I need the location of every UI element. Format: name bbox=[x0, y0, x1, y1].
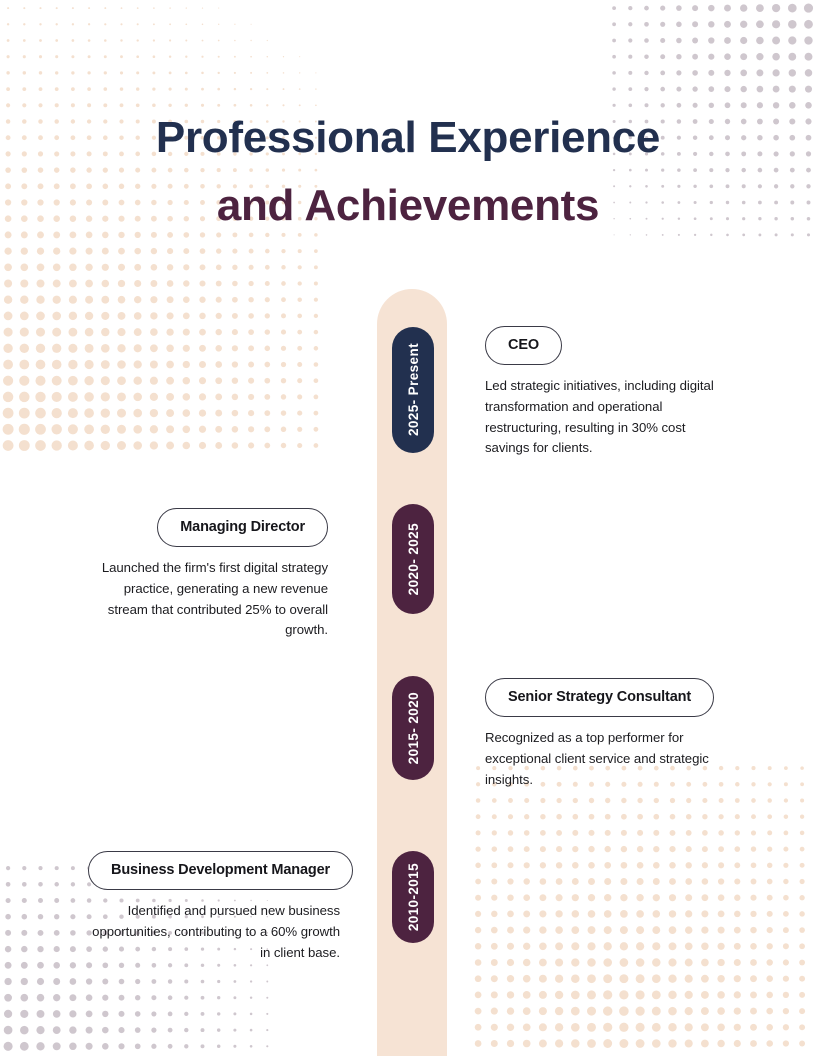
timeline-date-pill-2010-2015: 2010-2015 bbox=[392, 851, 434, 943]
role-capsule-senior-strategy-consultant: Senior Strategy Consultant bbox=[485, 678, 715, 717]
timeline-date-label: 2025- Present bbox=[405, 343, 421, 437]
role-title: Business Development Manager bbox=[111, 862, 331, 878]
halftone-dots-bottom-right bbox=[470, 760, 816, 1056]
role-capsule-business-development-manager: Business Development Manager bbox=[88, 851, 354, 890]
page-title: Professional Experience and Achievements bbox=[0, 104, 816, 240]
page-title-line-2: and Achievements bbox=[216, 181, 600, 230]
timeline-date-label: 2015- 2020 bbox=[405, 691, 421, 765]
timeline-date-pill-2015-2020: 2015- 2020 bbox=[392, 676, 434, 780]
page-title-line-1: Professional Experience bbox=[155, 113, 661, 162]
timeline-date-label: 2010-2015 bbox=[405, 862, 421, 932]
timeline-date-pill-2025-present: 2025- Present bbox=[392, 327, 434, 453]
role-description: Launched the firm's first digital strate… bbox=[101, 560, 328, 638]
role-title: Managing Director bbox=[180, 519, 305, 535]
timeline-entry-ceo: CEO Led strategic initiatives, including… bbox=[485, 326, 725, 459]
role-description: Identified and pursued new business oppo… bbox=[92, 903, 340, 960]
role-title: CEO bbox=[508, 337, 539, 353]
timeline-entry-business-development-manager: Business Development Manager Identified … bbox=[88, 851, 354, 963]
role-capsule-managing-director: Managing Director bbox=[157, 508, 328, 547]
timeline-date-pill-2020-2025: 2020- 2025 bbox=[392, 504, 434, 614]
timeline-entry-senior-strategy-consultant: Senior Strategy Consultant Recognized as… bbox=[485, 678, 725, 790]
role-capsule-ceo: CEO bbox=[485, 326, 562, 365]
timeline-date-label: 2020- 2025 bbox=[405, 522, 421, 596]
role-description: Recognized as a top performer for except… bbox=[485, 730, 709, 787]
timeline-entry-managing-director: Managing Director Launched the firm's fi… bbox=[88, 508, 328, 641]
role-description: Led strategic initiatives, including dig… bbox=[485, 378, 714, 456]
role-title: Senior Strategy Consultant bbox=[508, 689, 692, 705]
